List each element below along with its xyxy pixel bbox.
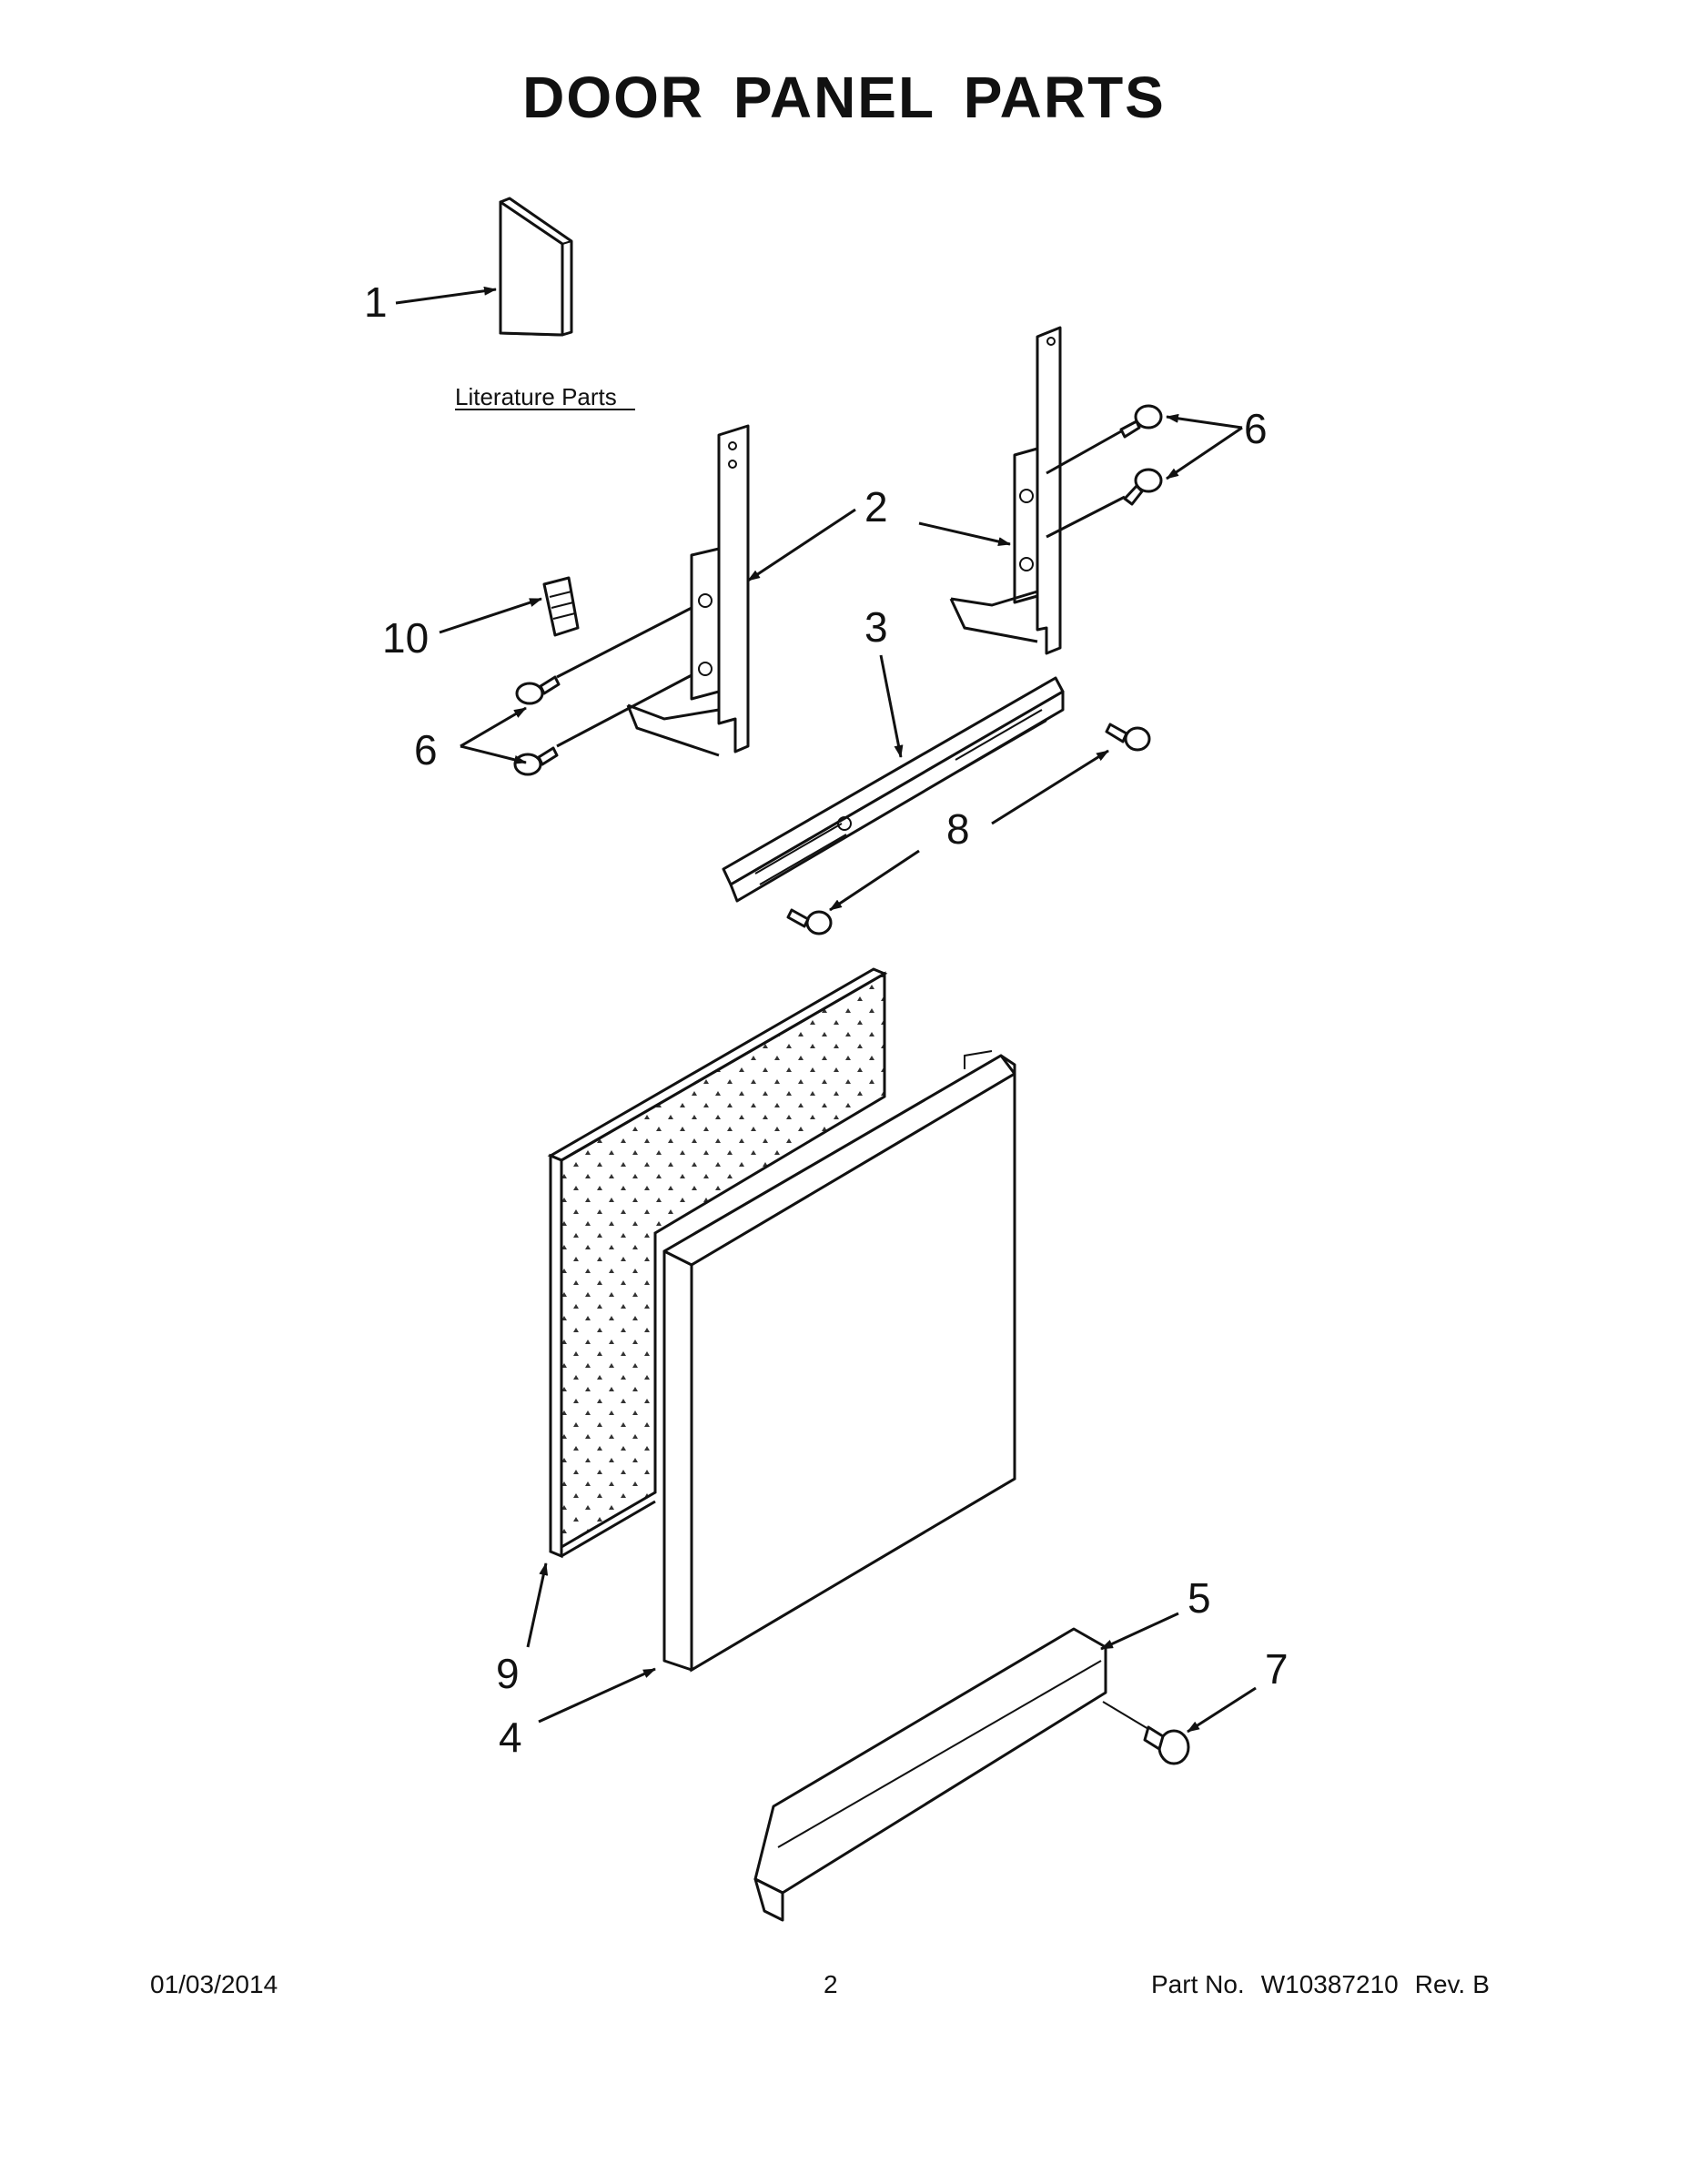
leader-line — [1046, 430, 1122, 475]
callout-6-left: 6 — [414, 726, 438, 774]
leader-line — [556, 673, 692, 748]
callout-6-right: 6 — [1244, 405, 1268, 452]
rev-label: Rev. — [1414, 1970, 1466, 1998]
literature-booklet-part — [499, 197, 573, 337]
screw-bracket-left-part — [786, 908, 833, 935]
screw-right-lower-part — [1123, 468, 1163, 506]
toe-panel-part — [753, 1627, 1107, 1922]
screw-left-upper-part — [515, 675, 561, 705]
footer-date: 01/03/2014 — [150, 1970, 278, 1998]
literature-parts-label: Literature Parts — [455, 383, 617, 410]
left-hinge-bracket-part — [626, 424, 750, 757]
callout-3: 3 — [864, 603, 888, 651]
callout-1: 1 — [364, 278, 388, 326]
callout-2: 2 — [864, 483, 888, 531]
callout-9: 9 — [496, 1650, 520, 1697]
door-insulation-panel-part — [547, 967, 888, 1559]
callout-7: 7 — [1265, 1645, 1289, 1693]
page-title: DOOR PANEL PARTS — [522, 65, 1166, 130]
right-hinge-bracket-part — [949, 326, 1062, 655]
part-number: W10387210 — [1260, 1970, 1399, 1998]
door-clip-part — [542, 576, 580, 637]
footer-page-number: 2 — [824, 1970, 838, 1998]
callout-5: 5 — [1188, 1574, 1211, 1622]
screw-right-upper-part — [1119, 404, 1163, 439]
callout-8: 8 — [946, 805, 970, 853]
leader-line — [556, 606, 692, 679]
cross-bracket-part — [722, 676, 1065, 903]
callout-leaders — [395, 286, 1257, 1734]
leader-line — [1046, 495, 1126, 539]
callout-4: 4 — [499, 1714, 522, 1761]
callout-10: 10 — [382, 614, 429, 662]
outer-door-panel-part — [662, 1050, 1016, 1673]
footer-part-info: Part No. W10387210 Rev.B — [1151, 1970, 1506, 1999]
rev-value: B — [1472, 1970, 1490, 1998]
part-label: Part No. — [1151, 1970, 1245, 1998]
toe-panel-screw-part — [1102, 1701, 1190, 1765]
screw-bracket-right-part — [1105, 723, 1151, 752]
